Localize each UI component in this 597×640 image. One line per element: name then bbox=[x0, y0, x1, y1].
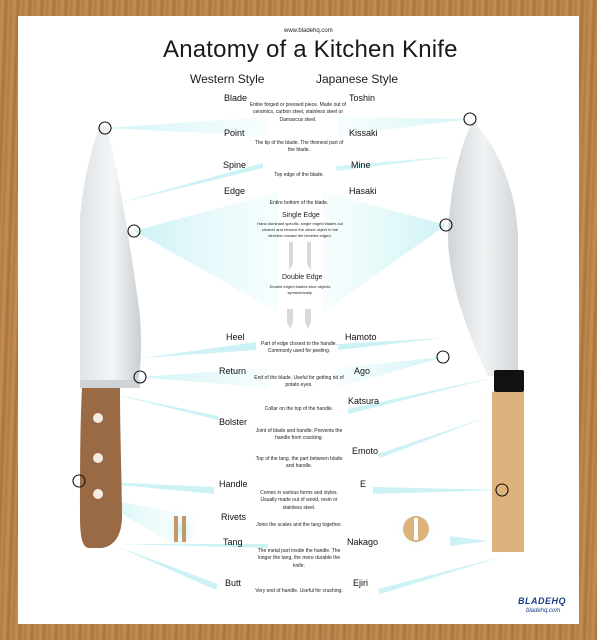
callout-emoto bbox=[378, 416, 490, 458]
term-hasaki: Hasaki bbox=[349, 186, 377, 196]
callout-spine-right bbox=[336, 156, 458, 171]
term-nakago: Nakago bbox=[347, 537, 379, 547]
term-butt: Butt bbox=[225, 578, 242, 588]
term-katsura: Katsura bbox=[348, 396, 380, 406]
term-edge: Edge bbox=[224, 186, 246, 196]
term-toshin: Toshin bbox=[349, 93, 376, 103]
callout-tang-right bbox=[450, 536, 488, 546]
rivet-section-icon-2 bbox=[182, 516, 186, 542]
callout-katsura bbox=[348, 376, 500, 414]
rivet-2 bbox=[93, 453, 103, 463]
western-bolster bbox=[80, 380, 140, 388]
callout-ejiri bbox=[378, 556, 504, 594]
desc-katsura: Collar on the top of the handle. bbox=[264, 406, 334, 412]
rivet-1 bbox=[93, 413, 103, 423]
knife-illustration bbox=[72, 112, 524, 594]
double-edge-diagram bbox=[287, 309, 311, 329]
callout-bolster bbox=[113, 394, 218, 420]
callout-heel-left bbox=[143, 342, 256, 358]
double-edge-desc: Double edged blades slice objects symmet… bbox=[269, 284, 331, 295]
rivet-3 bbox=[93, 489, 103, 499]
poster: www.bladehq.com Anatomy of a Kitchen Kni… bbox=[18, 16, 579, 624]
callout-edge-left bbox=[134, 192, 278, 312]
desc-point: The tip of the blade. The thinnest part … bbox=[254, 140, 344, 154]
desc-bolster: Joint of blade and handle. Prevents the … bbox=[255, 428, 343, 442]
term-point: Point bbox=[224, 128, 245, 138]
single-edge-label: Single Edge bbox=[282, 212, 320, 219]
rivet-glow bbox=[158, 507, 202, 551]
term-spine: Spine bbox=[223, 160, 247, 170]
term-return: Return bbox=[219, 366, 247, 376]
callout-handle-right bbox=[373, 487, 502, 494]
desc-blade: Entire forged or pressed piece. Made out… bbox=[249, 102, 347, 123]
callout-return-right bbox=[338, 357, 443, 388]
japanese-collar bbox=[494, 370, 524, 392]
term-e: E bbox=[360, 479, 367, 489]
desc-rivets: Joins the scales and the tang together. bbox=[256, 522, 342, 528]
rivet-section-icon bbox=[174, 516, 178, 542]
term-rivets: Rivets bbox=[221, 512, 247, 522]
term-bolster: Bolster bbox=[219, 417, 248, 427]
term-mine: Mine bbox=[351, 160, 371, 170]
japanese-column-heading: Japanese Style bbox=[316, 72, 399, 86]
term-heel: Heel bbox=[226, 332, 245, 342]
western-blade bbox=[80, 126, 142, 380]
japanese-handle bbox=[492, 392, 524, 552]
term-ago: Ago bbox=[354, 366, 371, 376]
callout-return-left bbox=[140, 368, 268, 388]
term-emoto: Emoto bbox=[352, 446, 379, 456]
term-kissaki: Kissaki bbox=[349, 128, 378, 138]
double-edge-label: Double Edge bbox=[282, 274, 323, 281]
term-hamoto: Hamoto bbox=[345, 332, 377, 342]
tang-section-core bbox=[414, 518, 418, 540]
desc-spine: Top edge of the blade. bbox=[274, 172, 324, 178]
desc-butt: Very end of handle. Useful for crushing. bbox=[255, 588, 343, 594]
callout-butt bbox=[116, 546, 218, 590]
japanese-blade bbox=[448, 120, 518, 376]
page-title: Anatomy of a Kitchen Knife bbox=[163, 36, 458, 63]
callout-point-left bbox=[105, 117, 268, 136]
desc-handle: Comes in various forms and styles. Usual… bbox=[260, 490, 338, 511]
site-url: www.bladehq.com bbox=[284, 28, 333, 34]
callout-edge-right bbox=[323, 192, 446, 312]
callout-heel-right bbox=[338, 338, 443, 350]
western-column-heading: Western Style bbox=[190, 72, 265, 86]
desc-heel: Part of edge closest to the handle. Comm… bbox=[261, 341, 337, 355]
desc-edge: Entire bottom of the blade. bbox=[269, 200, 329, 206]
term-ejiri: Ejiri bbox=[353, 578, 368, 588]
single-edge-diagram bbox=[289, 242, 311, 270]
bladehq-url: bladehq.com bbox=[526, 608, 561, 614]
bladehq-logo: BLADEHQ bbox=[518, 596, 566, 606]
desc-return: End of the blade. Useful for getting rid… bbox=[254, 375, 344, 389]
desc-emoto: Top of the tang, the part between blade … bbox=[255, 456, 343, 470]
single-edge-desc: Hand dominant specific, single edged bla… bbox=[257, 221, 343, 238]
term-blade: Blade bbox=[224, 93, 248, 103]
desc-tang: The metal part inside the handle. The lo… bbox=[257, 548, 341, 569]
pointer-markers bbox=[72, 112, 509, 497]
callout-spine-left bbox=[115, 163, 263, 204]
callout-point-right bbox=[338, 117, 470, 136]
western-handle bbox=[80, 388, 122, 548]
term-handle: Handle bbox=[219, 479, 248, 489]
term-tang: Tang bbox=[223, 537, 243, 547]
